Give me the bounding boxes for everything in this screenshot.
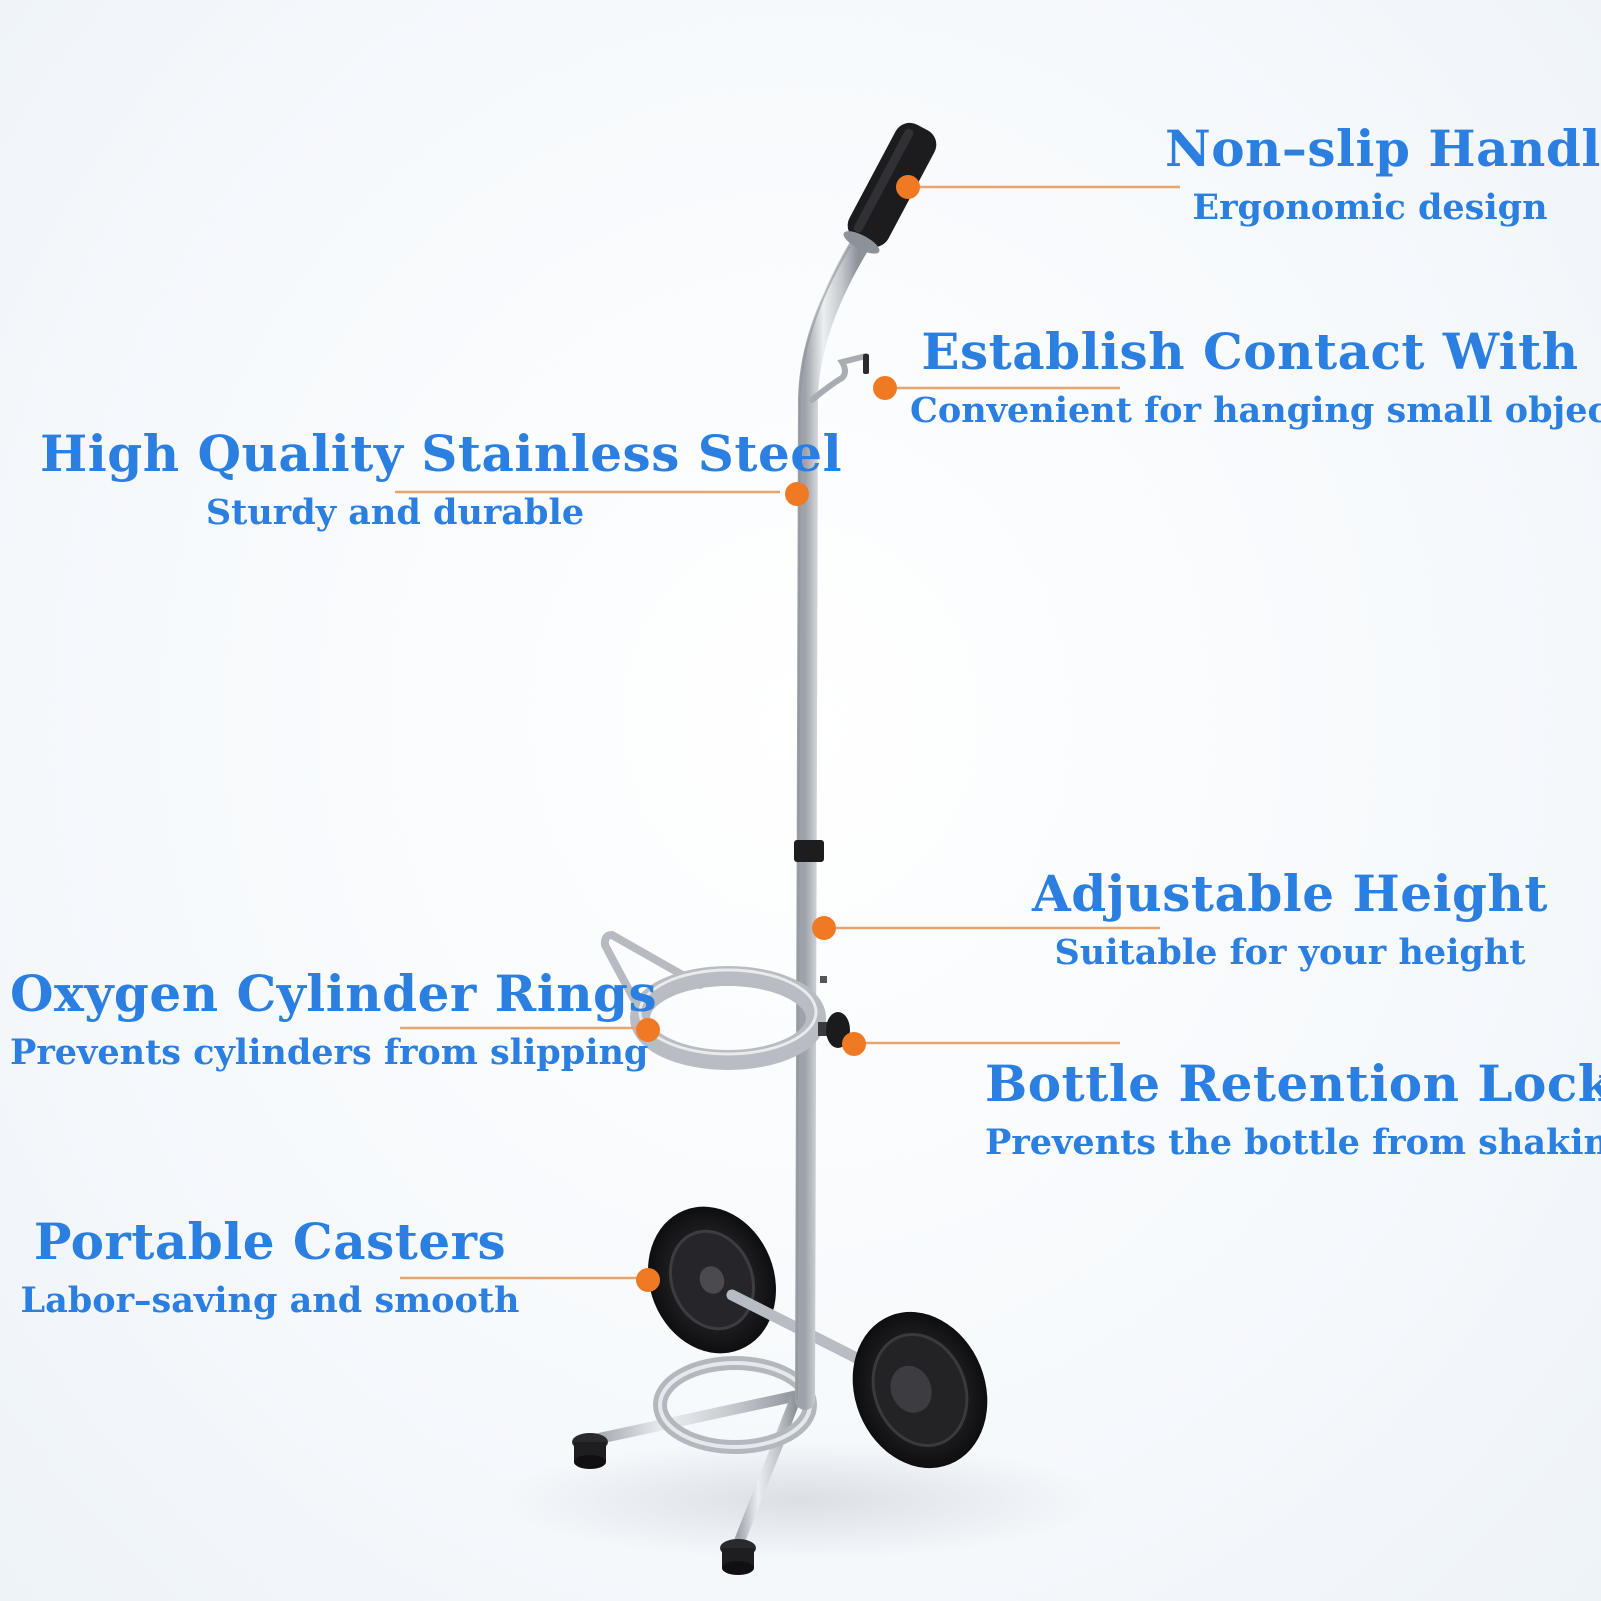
non-slip-handle-grip <box>843 122 937 254</box>
base-leg-front <box>732 1394 801 1551</box>
callout-steel: High Quality Stainless Steel Sturdy and … <box>40 424 843 535</box>
rear-wheel <box>648 1206 776 1354</box>
callout-subtitle: Prevents cylinders from slipping <box>10 1032 649 1073</box>
dot-lock <box>842 1032 866 1056</box>
dot-height <box>812 916 836 940</box>
callout-title: Portable Casters <box>33 1212 507 1271</box>
hook-tip <box>863 354 869 374</box>
callout-dots <box>636 175 920 1292</box>
callout-subtitle: Suitable for your height <box>1054 932 1526 973</box>
dot-casters <box>636 1268 660 1292</box>
base-leg-left <box>586 1389 806 1446</box>
callout-subtitle: Prevents the bottle from shaking <box>985 1122 1601 1163</box>
callout-casters: Portable Casters Labor–saving and smooth <box>20 1213 520 1323</box>
callout-subtitle: Convenient for hanging small objects <box>910 390 1601 431</box>
dot-hook <box>873 376 897 400</box>
dot-steel <box>785 482 809 506</box>
callout-height: Adjustable Height Suitable for your heig… <box>1030 865 1550 975</box>
callout-subtitle: Labor–saving and smooth <box>20 1280 520 1321</box>
leader-lines <box>395 185 1180 1280</box>
rubber-foot-front <box>720 1539 756 1575</box>
callout-rings: Oxygen Cylinder Rings Prevents cylinders… <box>10 964 658 1075</box>
floor-shadow <box>500 1440 1100 1560</box>
callout-subtitle: Sturdy and durable <box>205 492 585 533</box>
callout-title: High Quality Stainless Steel <box>40 424 843 483</box>
callout-title: Bottle Retention Lock <box>985 1054 1601 1113</box>
rubber-foot-left <box>572 1433 608 1469</box>
callout-lock: Bottle Retention Lock Prevents the bottl… <box>985 1054 1601 1165</box>
front-wheel <box>852 1311 988 1469</box>
dot-handle <box>896 175 920 199</box>
hanging-hook <box>809 353 869 403</box>
main-pole <box>795 238 868 1410</box>
callout-title: Establish Contact With <box>921 322 1579 381</box>
callout-title: Oxygen Cylinder Rings <box>10 964 658 1023</box>
callout-title: Adjustable Height <box>1032 864 1548 923</box>
upper-ring-highlight <box>638 968 818 1056</box>
callout-handle: Non–slip Handle Ergonomic design <box>1165 119 1601 230</box>
callout-hook: Establish Contact With Convenient for ha… <box>910 322 1601 433</box>
height-adjust-collar <box>794 840 824 862</box>
pole-edge <box>796 245 851 1401</box>
cylinder-ring-bracket <box>600 930 704 1014</box>
height-adjust-pin <box>820 976 827 983</box>
upper-cylinder-ring <box>630 966 826 1070</box>
callout-title: Non–slip Handle <box>1165 119 1601 178</box>
dot-rings <box>636 1018 660 1042</box>
callout-subtitle: Ergonomic design <box>1192 187 1548 228</box>
